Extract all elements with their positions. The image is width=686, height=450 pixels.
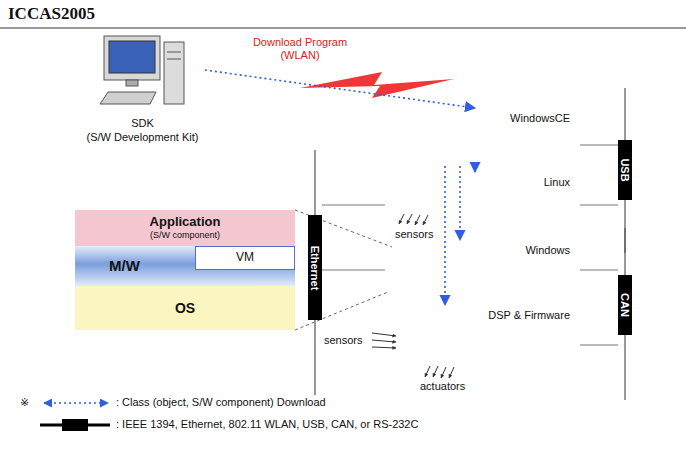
platform-label: DSP & Firmware (488, 309, 570, 321)
stack-layer: M/W VM (75, 246, 295, 286)
note-mark: ※ (20, 396, 29, 409)
legend-row: : Class (object, S/W component) Download (116, 396, 326, 408)
screen (109, 41, 155, 73)
plane-face (385, 186, 580, 227)
drawing-part (433, 366, 438, 377)
legend-text: : IEEE 1394, Ethernet, 802.11 WLAN, USB,… (116, 418, 418, 430)
layer-label: Application (150, 215, 221, 230)
bus-label: USB (619, 158, 631, 181)
legend-sample-arrow (44, 402, 108, 404)
drawing-part (372, 347, 396, 348)
layer-label: (S/W component) (150, 230, 220, 240)
stack-layer: OS (75, 286, 295, 330)
bus-link (580, 145, 618, 146)
download-arrow (444, 166, 446, 305)
drawing-part (423, 215, 428, 225)
drawing-part (407, 214, 412, 224)
drawing-part (449, 367, 454, 378)
legend-sample-bus-box (62, 419, 88, 431)
edge-label: Download Program (WLAN) (248, 36, 352, 62)
platform-plane: DSP & Firmware (385, 305, 580, 370)
stack-layer: VM (195, 246, 295, 270)
sensor-label: sensors (324, 334, 363, 346)
bus-bar: Ethernet (308, 150, 322, 395)
download-arrow (474, 166, 476, 172)
download-arrow (205, 70, 475, 108)
drawing-part (372, 333, 396, 336)
bus-box (618, 275, 632, 335)
bus-label-holder: Ethernet (308, 215, 322, 320)
label-holder: ※ (20, 396, 29, 409)
bus-box (618, 140, 632, 200)
bus-link (580, 345, 618, 346)
label-holder: actuators (420, 380, 465, 392)
label-holder: ICCAS2005 (8, 4, 95, 24)
platform-label: Windows (525, 244, 570, 256)
layer-label: OS (175, 300, 195, 316)
bus-bar: CAN (618, 228, 632, 400)
drawing-part (441, 367, 446, 378)
stand (126, 80, 138, 86)
drawing-part (425, 366, 430, 377)
download-arrow (459, 166, 461, 240)
bus-box (308, 215, 322, 320)
header-title: ICCAS2005 (8, 4, 95, 24)
bus-link (580, 270, 618, 271)
bus-link (322, 270, 385, 271)
wireless-bolt (300, 72, 454, 98)
drive-slot (167, 52, 181, 53)
header-rule (0, 27, 686, 28)
stack-layer: Application(S/W component) (75, 210, 295, 246)
layer-label: VM (236, 251, 254, 265)
drawing-part (372, 340, 396, 342)
drawing-part (415, 215, 420, 225)
platform-label: Linux (544, 176, 570, 188)
bus-link (322, 205, 385, 206)
drawing-part (399, 214, 404, 224)
legend-text: : Class (object, S/W component) Download (116, 396, 326, 408)
plane-face (385, 122, 580, 166)
platform-plane: Windows (385, 240, 580, 298)
platform-label: WindowsCE (510, 112, 570, 124)
bus-label: CAN (619, 293, 631, 317)
keyboard (100, 92, 156, 104)
computer-label: (S/W Development Kit) (87, 130, 199, 144)
platform-plane: WindowsCE (385, 108, 580, 166)
computer-icon (98, 32, 188, 110)
computer-label: SDK (131, 116, 154, 130)
bus-link (580, 205, 618, 206)
legend-row: : IEEE 1394, Ethernet, 802.11 WLAN, USB,… (116, 418, 418, 430)
bus-label-holder: CAN (618, 275, 632, 335)
bus-label-holder: USB (618, 140, 632, 200)
bus-label: Ethernet (309, 245, 321, 290)
monitor (104, 36, 160, 80)
label-holder: sensors (324, 334, 363, 346)
tower (164, 42, 184, 104)
actuator-label: actuators (420, 380, 465, 392)
drive-slot (167, 59, 181, 60)
label-holder: sensors (395, 228, 434, 240)
plane-face (385, 319, 580, 370)
plane-face (385, 254, 580, 298)
sensor-label: sensors (395, 228, 434, 240)
computer-node: SDK(S/W Development Kit) (80, 32, 205, 144)
platform-plane: Linux (385, 172, 580, 227)
layer-label: M/W (109, 257, 140, 274)
edge-label-holder: Download Program (WLAN) (248, 36, 352, 62)
sensor-ticks (372, 214, 454, 378)
